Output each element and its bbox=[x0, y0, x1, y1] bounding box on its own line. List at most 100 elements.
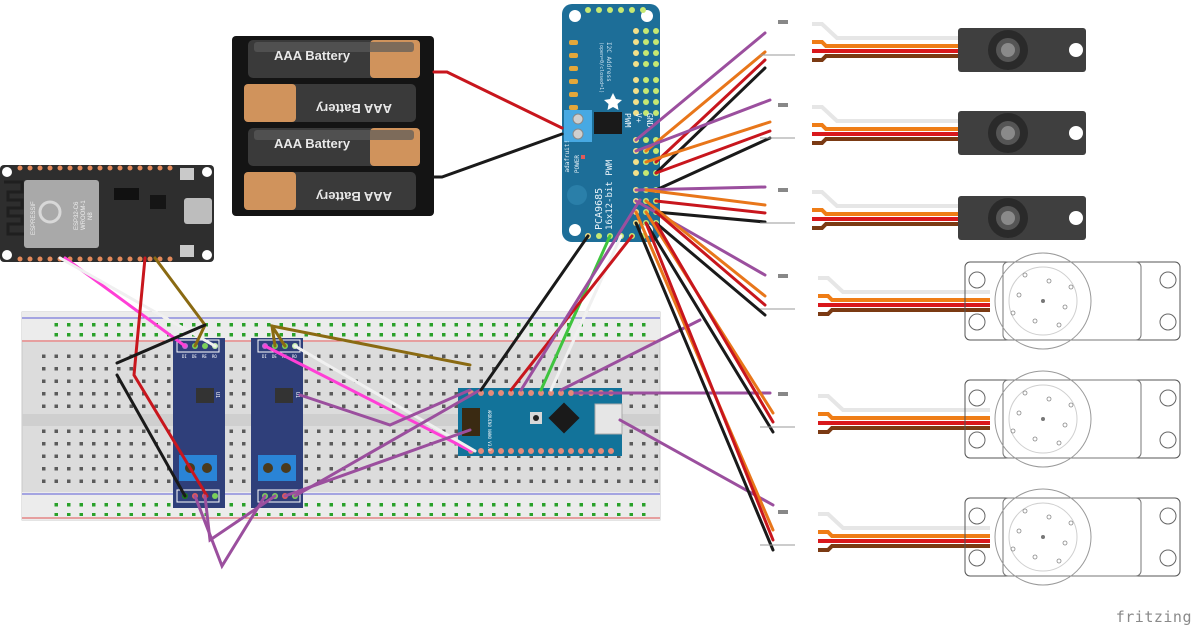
servo-shaft-cap bbox=[1001, 126, 1015, 140]
servo-2[interactable] bbox=[760, 103, 1086, 155]
wire-pwm-red-4[interactable] bbox=[654, 210, 767, 307]
wire-nano-white[interactable] bbox=[293, 344, 477, 453]
wire-pwm-black-1[interactable] bbox=[654, 66, 767, 175]
wire-de-re-brown-2[interactable] bbox=[270, 324, 287, 348]
servo-header-mark bbox=[778, 188, 788, 192]
wire-pwm-red-5[interactable] bbox=[654, 221, 775, 424]
wire-pwm-orange-3[interactable] bbox=[644, 188, 767, 207]
esp32-c6-board[interactable]: ESPRESSIF ESP32-C6 WROOM-1 N8 bbox=[0, 165, 214, 262]
wire-pwm-purple-3[interactable] bbox=[634, 185, 767, 192]
servo-body bbox=[964, 379, 1181, 459]
wire-nano-magenta[interactable] bbox=[263, 344, 473, 453]
wire-battery-negative[interactable] bbox=[432, 132, 564, 179]
servo-shaft-cap bbox=[1001, 211, 1015, 225]
wire-pwm-orange-2[interactable] bbox=[644, 120, 772, 164]
wire-nano-scl-green[interactable] bbox=[539, 234, 612, 392]
pca9685-i2c-sub: (open=0/closed=1) bbox=[598, 42, 604, 93]
icsp-header[interactable] bbox=[462, 408, 480, 436]
servo-cable-brown bbox=[818, 544, 990, 552]
servo-horn-hole bbox=[1068, 402, 1074, 408]
wire-pwm-purple-2[interactable] bbox=[634, 98, 772, 153]
servo-horn bbox=[994, 488, 1092, 586]
esp32-module bbox=[24, 180, 99, 248]
wire-nano-purple-2[interactable] bbox=[559, 318, 702, 392]
pca9685-rail-label: V+ bbox=[634, 113, 643, 123]
battery-cell-label: AAA Battery bbox=[315, 101, 392, 116]
wire-bus-purple-2[interactable] bbox=[283, 428, 472, 498]
wire-nano-gnd-black[interactable] bbox=[479, 234, 590, 392]
mini-usb-port[interactable] bbox=[594, 403, 623, 435]
rs485-pin-label: RE bbox=[202, 354, 207, 359]
boot-button[interactable] bbox=[180, 168, 194, 180]
wire-pwm-orange-1[interactable] bbox=[644, 50, 767, 153]
wire-bus-b[interactable] bbox=[203, 494, 277, 543]
servo-horn-inner bbox=[1008, 502, 1078, 572]
wire-pwm-black-3[interactable] bbox=[654, 210, 767, 224]
power-led bbox=[581, 155, 585, 159]
servo-horn-hole bbox=[1010, 546, 1016, 552]
pca9685-power-label: POWER bbox=[574, 155, 581, 173]
rs485-module-2[interactable]: DI DE RE RO U1 bbox=[251, 338, 303, 508]
servo-mount-slot bbox=[1159, 313, 1177, 331]
wire-pwm-black-5[interactable] bbox=[644, 221, 775, 434]
rs485-pin-label: DE bbox=[272, 354, 277, 359]
arduino-nano[interactable]: ARDUINO NANO V3.0 bbox=[458, 388, 623, 456]
wire-nano-purple[interactable] bbox=[519, 198, 642, 392]
wire-gnd-black-2[interactable] bbox=[115, 373, 187, 498]
usb-c-port[interactable] bbox=[184, 198, 212, 224]
wire-pwm-red-1[interactable] bbox=[654, 58, 767, 164]
servo-cable-brown bbox=[818, 426, 990, 434]
wire-nano-vcc-red[interactable] bbox=[509, 234, 634, 392]
servo-cable-white bbox=[818, 276, 990, 294]
battery-pack[interactable]: AAA Battery AAA Battery AAA Battery AAA … bbox=[232, 36, 434, 216]
rs485-pin-label: DI bbox=[182, 354, 187, 359]
servo-cable-orange bbox=[818, 412, 990, 420]
wire-pwm-black-2[interactable] bbox=[654, 136, 772, 192]
wire-pwm-red-3[interactable] bbox=[654, 199, 767, 215]
servo-horn-hole bbox=[1046, 396, 1052, 402]
chip-label: U1 bbox=[214, 392, 220, 398]
servo-horn-hole bbox=[1068, 520, 1074, 526]
servo-mount-slot bbox=[1159, 389, 1177, 407]
wire-bus-purple-1[interactable] bbox=[293, 388, 482, 498]
wire-purple-long[interactable] bbox=[298, 388, 472, 427]
wire-battery-positive[interactable] bbox=[432, 70, 564, 130]
servo-header-mark bbox=[778, 510, 788, 514]
battery-cell-1: AAA Battery bbox=[248, 40, 420, 78]
wire-nano-sda-white[interactable] bbox=[549, 234, 623, 392]
esp32-top-pins[interactable] bbox=[17, 165, 173, 171]
servo-horn-hole bbox=[1016, 410, 1022, 416]
pca9685-i2c-label: I2C Address bbox=[605, 42, 612, 82]
bottom-power-rail[interactable] bbox=[50, 497, 650, 516]
servo-4[interactable] bbox=[760, 252, 1181, 350]
wire-pwm-black-6[interactable] bbox=[634, 221, 775, 552]
esp32-module-name: ESP32-C6 bbox=[74, 201, 80, 230]
wire-pwm-red-6[interactable] bbox=[644, 221, 775, 542]
servo-case bbox=[1002, 379, 1142, 459]
pca9685-top-header[interactable] bbox=[585, 7, 646, 13]
wire-pwm-red-2[interactable] bbox=[654, 129, 772, 175]
wire-gnd-black[interactable] bbox=[115, 323, 207, 365]
servo-shaft-cap bbox=[1001, 43, 1015, 57]
servo-cable-orange bbox=[818, 530, 990, 538]
servo-horn-hole bbox=[1056, 322, 1062, 328]
wire-pwm-purple-1[interactable] bbox=[634, 31, 767, 142]
servo-mount-hole bbox=[1069, 43, 1083, 57]
wire-pwm-orange-4[interactable] bbox=[644, 199, 767, 298]
wire-pwm-black-4[interactable] bbox=[654, 221, 767, 317]
esp32-brand: ESPRESSIF bbox=[31, 201, 37, 235]
servo-cable-brown bbox=[818, 308, 990, 316]
nano-name: ARDUINO NANO V3.0 bbox=[487, 410, 492, 452]
pca9685-board[interactable]: I2C Address (open=0/closed=1) PWM V+ GND… bbox=[562, 4, 660, 242]
wire-esp32-red[interactable] bbox=[132, 256, 209, 498]
servo-5[interactable] bbox=[760, 370, 1181, 468]
servo-6[interactable] bbox=[760, 488, 1181, 586]
servo-1[interactable] bbox=[760, 20, 1086, 72]
servo-cable-orange bbox=[818, 294, 990, 302]
reset-button[interactable] bbox=[180, 245, 194, 257]
servo-3[interactable] bbox=[760, 188, 1086, 240]
battery-cell-label: AAA Battery bbox=[315, 189, 392, 204]
wire-bus-a[interactable] bbox=[193, 494, 267, 570]
esp32-variant: WROOM-1 bbox=[81, 200, 87, 230]
